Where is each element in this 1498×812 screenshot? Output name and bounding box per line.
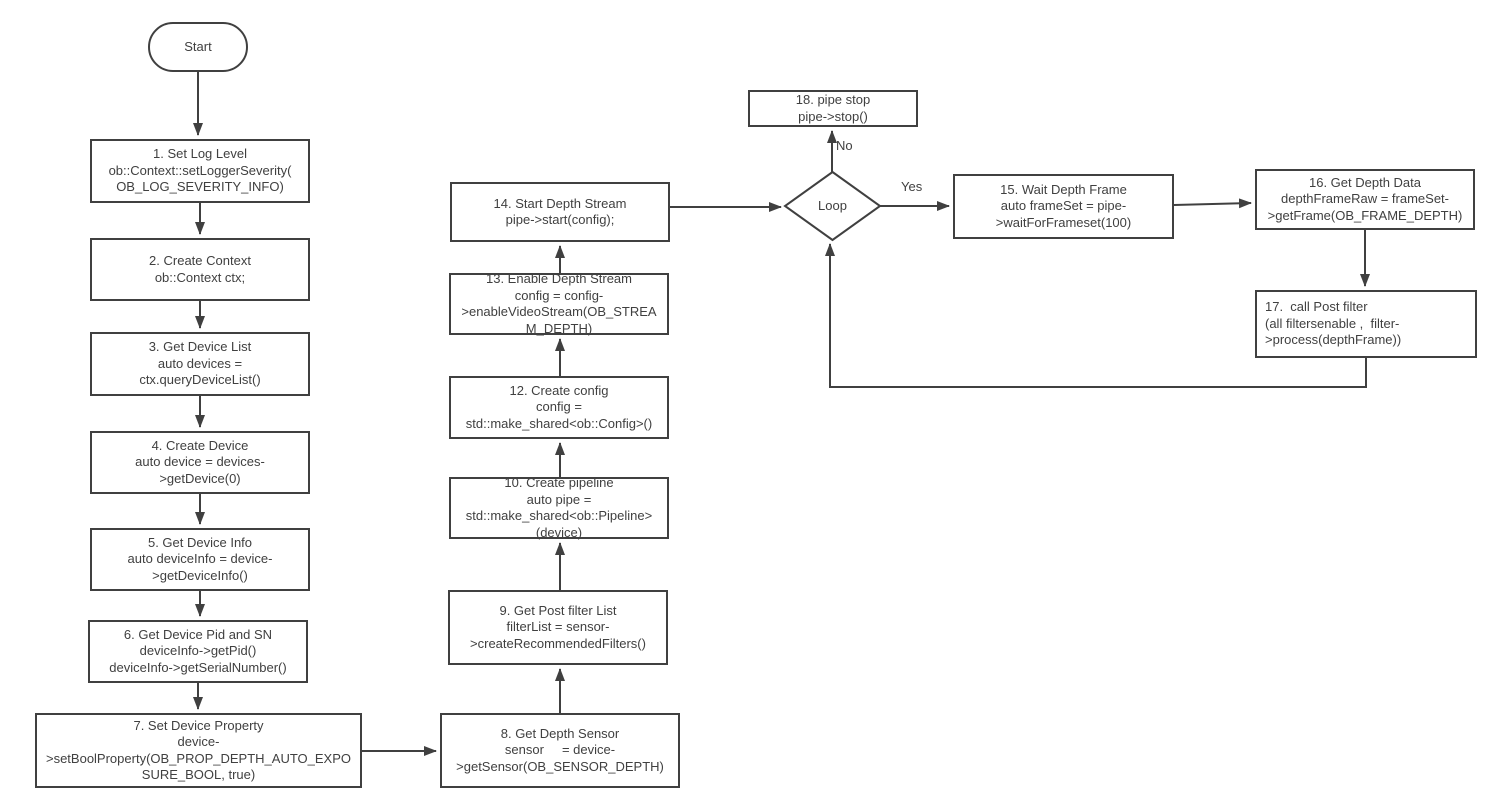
node-step-3-line-2: ctx.queryDeviceList() (139, 372, 261, 388)
node-step-4-line-0: 4. Create Device (151, 437, 249, 453)
edge-step-15-to-step-16 (1173, 198, 1252, 209)
node-step-18-line-1: pipe->stop() (798, 108, 868, 124)
node-step-2-line-0: 2. Create Context (149, 253, 251, 268)
node-loop: Loop (785, 172, 880, 240)
node-step-16-line-0: 16. Get Depth Data (1308, 174, 1421, 190)
node-step-13-line-1: config = config- (514, 287, 604, 303)
node-step-12-line-1: config = (536, 399, 582, 415)
node-step-4-line-2: >getDevice(0) (159, 470, 241, 486)
node-step-17: 17. call Post filter(all filtersenable ,… (1255, 290, 1477, 358)
node-step-17-line-0: 17. call Post filter (1265, 299, 1368, 315)
node-step-12-line-0: 12. Create config (509, 382, 609, 398)
node-step-5-line-0: 5. Get Device Info (147, 534, 253, 550)
node-step-1-line-2: OB_LOG_SEVERITY_INFO) (116, 179, 284, 195)
edge-label-yes: Yes (901, 179, 923, 194)
node-step-16-line-1: depthFrameRaw = frameSet- (1281, 191, 1449, 207)
node-step-9-line-0: 9. Get Post filter List (499, 602, 617, 618)
node-step-6-line-2: deviceInfo->getSerialNumber() (109, 659, 287, 675)
node-step-17-line-2: >process(depthFrame)) (1265, 332, 1402, 348)
node-step-17-line-1: (all filtersenable , filter- (1265, 315, 1400, 331)
edge-label-no: No (836, 138, 853, 153)
node-step-10-line-0: 10. Create pipeline (504, 475, 614, 490)
node-step-15-line-2: >waitForFrameset(100) (995, 214, 1132, 230)
node-step-1-line-0: 1. Set Log Level (153, 146, 247, 162)
node-step-13-line-2: >enableVideoStream(OB_STREA (461, 304, 657, 319)
node-step-5-line-2: >getDeviceInfo() (152, 567, 248, 583)
node-step-16-line-2: >getFrame(OB_FRAME_DEPTH) (1267, 207, 1463, 223)
node-step-18-line-0: 18. pipe stop (795, 92, 871, 107)
node-step-7-line-3: SURE_BOOL, true) (141, 767, 256, 782)
node-step-8-line-1: sensor = device- (504, 742, 616, 758)
node-step-12-line-2: std::make_shared<ob::Config>() (465, 415, 653, 431)
node-step-14-line-1: pipe->start(config); (505, 212, 615, 227)
node-step-6-line-1: deviceInfo->getPid() (139, 643, 257, 659)
node-step-3-line-1: auto devices = (157, 355, 243, 371)
node-step-4-line-1: auto device = devices- (135, 454, 265, 470)
node-shape-loop (783, 170, 882, 242)
node-step-10-line-3: (device) (535, 524, 583, 540)
node-step-3-line-0: 3. Get Device List (148, 339, 252, 355)
node-step-10-line-2: std::make_shared<ob::Pipeline> (465, 508, 653, 523)
node-step-9-line-2: >createRecommendedFilters() (470, 635, 646, 651)
node-step-2-line-1: ob::Context ctx; (154, 269, 246, 285)
node-step-7-line-2: >setBoolProperty(OB_PROP_DEPTH_AUTO_EXPO (45, 750, 352, 766)
node-step-15-line-0: 15. Wait Depth Frame (1000, 181, 1127, 197)
node-step-6-line-0: 6. Get Device Pid and SN (123, 626, 273, 642)
node-step-10-line-1: auto pipe = (526, 491, 592, 507)
node-step-13-line-0: 13. Enable Depth Stream (486, 271, 632, 286)
edge-step-17-to-loop (825, 243, 1367, 388)
node-step-8-line-0: 8. Get Depth Sensor (500, 725, 620, 741)
node-start-line-0: Start (184, 38, 212, 54)
node-loop-line-0: Loop (818, 197, 847, 213)
node-step-13-line-3: M_DEPTH) (525, 320, 593, 336)
edges-group (193, 72, 1370, 756)
shapes-group (783, 170, 882, 242)
node-step-9-line-1: filterList = sensor- (506, 619, 610, 635)
node-step-5-line-1: auto deviceInfo = device- (127, 551, 273, 567)
node-step-7-line-1: device- (177, 734, 220, 749)
node-step-8-line-2: >getSensor(OB_SENSOR_DEPTH) (456, 758, 664, 774)
node-start: Start (148, 22, 248, 72)
node-step-14-line-0: 14. Start Depth Stream (493, 195, 627, 211)
node-step-15-line-1: auto frameSet = pipe- (1000, 198, 1127, 214)
node-step-1-line-1: ob::Context::setLoggerSeverity( (108, 162, 292, 178)
node-step-7-line-0: 7. Set Device Property (133, 717, 264, 733)
